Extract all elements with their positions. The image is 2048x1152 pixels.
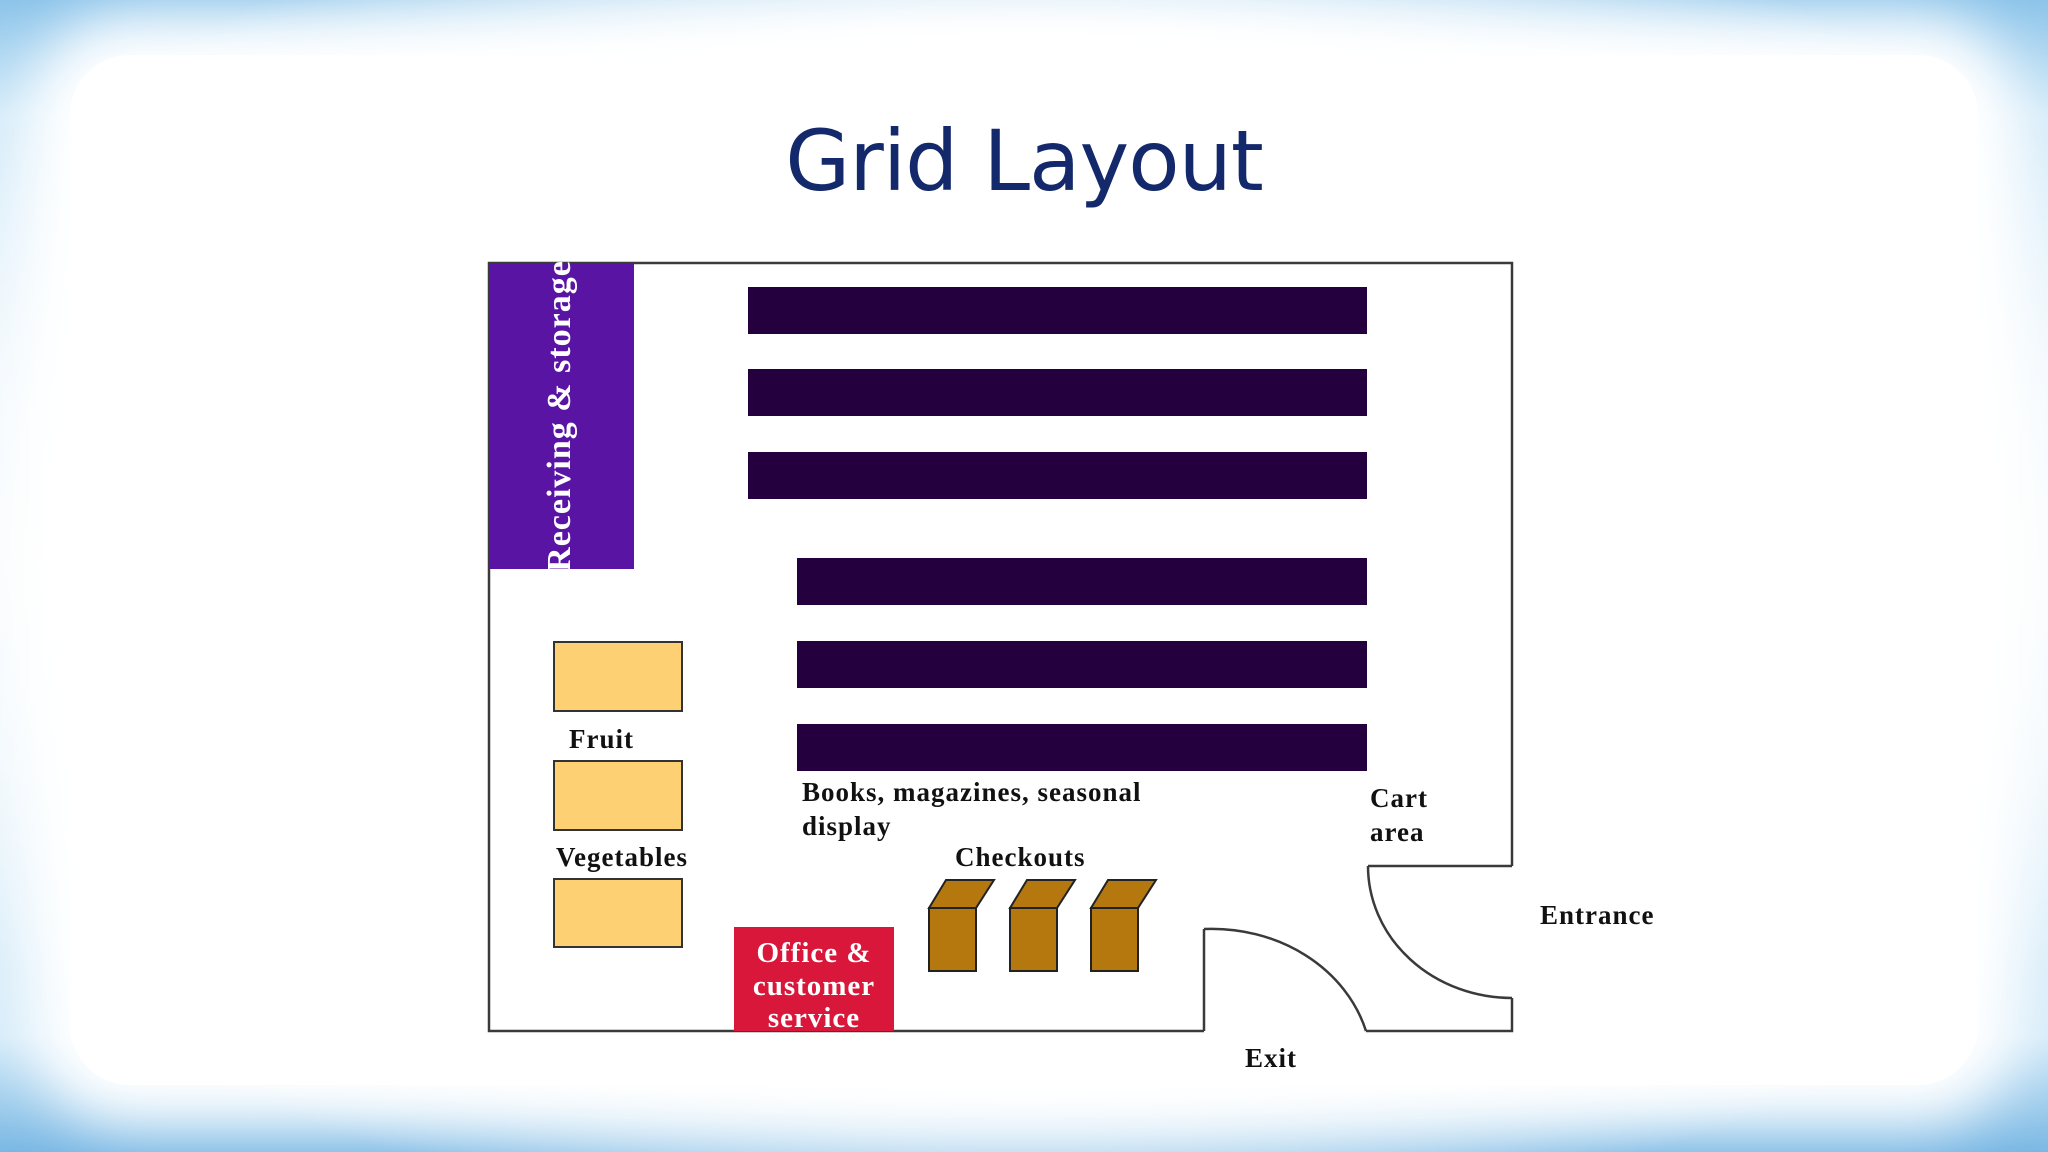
office-label-line3: service (768, 1002, 860, 1034)
checkouts-label: Checkouts (955, 842, 1086, 872)
office-label-line1: Office & (756, 937, 871, 969)
receiving-storage-area (489, 263, 634, 569)
checkout-counter (1089, 879, 1158, 972)
cart-area-label-line2: area (1370, 817, 1424, 847)
shelf-aisle (797, 641, 1367, 688)
entrance-label: Entrance (1540, 900, 1654, 930)
fruit-label: Fruit (569, 724, 634, 754)
books-label-line2: display (802, 811, 892, 841)
exit-door (1202, 927, 1368, 1035)
office-label-line2: customer (753, 970, 875, 1002)
cart-area-label-line1: Cart (1370, 783, 1428, 813)
books-label-line1: Books, magazines, seasonal (802, 777, 1142, 807)
checkout-counter (1008, 879, 1077, 972)
checkout-counter (927, 879, 996, 972)
shelf-aisle (748, 369, 1367, 416)
shelf-aisle (797, 558, 1367, 605)
shelf-aisle (748, 452, 1367, 499)
shelf-aisle (748, 287, 1367, 334)
shelf-aisle (797, 724, 1367, 771)
office-customer-service (734, 927, 894, 1031)
produce-display (553, 878, 683, 948)
vegetables-display (553, 760, 683, 831)
exit-label: Exit (1245, 1043, 1297, 1073)
slide-title: Grid Layout (785, 112, 1264, 210)
receiving-storage-label: Receiving & storage (541, 260, 578, 572)
vegetables-label: Vegetables (556, 842, 688, 872)
fruit-display (553, 641, 683, 712)
entrance-door (1366, 864, 1516, 1000)
